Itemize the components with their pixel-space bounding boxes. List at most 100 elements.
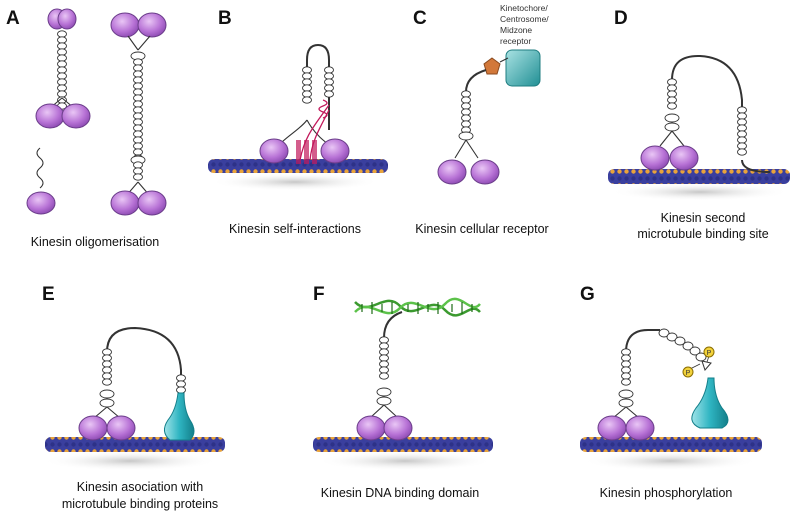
dimer-kinesin — [35, 8, 91, 129]
detached-binding-protein — [691, 377, 729, 429]
coil-segment — [57, 36, 67, 44]
coil-segment — [461, 90, 471, 98]
coil-segment — [379, 336, 389, 344]
coil-segment — [667, 78, 677, 86]
panel-a-caption: Kinesin oligomerisation — [31, 235, 160, 249]
coil-segment — [133, 106, 143, 114]
panel-e-letter: E — [42, 284, 55, 305]
coiled-coil-stalk — [102, 348, 112, 386]
microtubule-binding-protein — [164, 392, 195, 441]
panel-b-letter: B — [218, 8, 232, 29]
microtubule — [580, 437, 762, 452]
coil-segment — [176, 374, 186, 382]
coil-segment — [102, 366, 112, 374]
phosphate-group-1: P — [682, 363, 701, 378]
coil-segment — [102, 360, 112, 368]
coil-segment — [302, 96, 312, 104]
coil-segment — [737, 118, 747, 126]
coil-segment — [133, 173, 143, 181]
coil-segment — [133, 88, 143, 96]
coil-segment — [302, 72, 312, 80]
panel-c: C Kinetochore/ Centrosome/ Midzone recep… — [413, 3, 549, 236]
coil-segment — [667, 84, 677, 92]
coil-segment — [379, 372, 389, 380]
coil-segment — [324, 90, 334, 98]
coil-segment — [379, 354, 389, 362]
coil-segment — [621, 348, 631, 356]
panel-d-caption-line-1: Kinesin second — [661, 211, 746, 225]
coil-segment — [57, 60, 67, 68]
coil-segment — [667, 96, 677, 104]
coil-segment — [621, 360, 631, 368]
coil-segment — [102, 354, 112, 362]
coiled-coil-stalk — [379, 336, 389, 380]
panel-e-caption-line-1: Kinesin asociation with — [77, 480, 204, 494]
coil-segment — [737, 106, 747, 114]
phosphorylated-tail — [658, 328, 712, 371]
coil-segment — [133, 76, 143, 84]
coil-segment — [133, 118, 143, 126]
coil-segment — [737, 136, 747, 144]
coil-segment — [737, 124, 747, 132]
coil-segment — [57, 54, 67, 62]
panel-c-caption: Kinesin cellular receptor — [415, 222, 548, 236]
coil-segment — [133, 167, 143, 175]
coil-segment — [133, 130, 143, 138]
coil-segment — [667, 90, 677, 98]
coil-segment — [176, 380, 186, 388]
svg-text:Kinetochore/: Kinetochore/ — [500, 3, 548, 13]
panel-f-letter: F — [313, 284, 325, 305]
panel-g: G P P Kinesin phosphorylati — [580, 284, 762, 500]
coil-segment — [102, 348, 112, 356]
coil-segment — [621, 372, 631, 380]
coil-segment — [379, 366, 389, 374]
coil-segment — [133, 124, 143, 132]
receptor-box — [505, 49, 541, 87]
panel-f: F Kinesin DNA binding domain — [313, 284, 493, 500]
coil-segment — [737, 148, 747, 156]
coil-segment — [133, 82, 143, 90]
coil-segment — [379, 342, 389, 350]
svg-text:Midzone: Midzone — [500, 25, 532, 35]
panel-g-letter: G — [580, 284, 595, 305]
coil-segment — [57, 48, 67, 56]
coil-segment — [57, 30, 67, 38]
panel-a-letter: A — [6, 8, 20, 29]
microtubule — [208, 159, 388, 173]
coil-segment — [302, 84, 312, 92]
coil-segment — [737, 130, 747, 138]
crossing-coils — [296, 140, 317, 164]
coiled-coil-stalk — [57, 30, 67, 110]
coiled-coil-stalk — [176, 374, 186, 394]
coil-segment — [461, 96, 471, 104]
panel-b: B Kinesin self-interactions — [208, 8, 388, 236]
coil-segment — [133, 58, 143, 66]
coil-segment — [133, 94, 143, 102]
coil-segment — [133, 112, 143, 120]
panel-d-caption-line-2: microtubule binding site — [637, 227, 768, 241]
cargo-binding-pentagon — [483, 57, 501, 75]
microtubule — [313, 437, 493, 452]
coil-segment — [461, 114, 471, 122]
coil-segment — [324, 66, 334, 74]
coil-segment — [621, 366, 631, 374]
coiled-coil-stalk — [667, 78, 677, 110]
coil-segment — [324, 84, 334, 92]
coil-segment — [176, 386, 186, 394]
coil-segment — [133, 148, 143, 156]
coil-segment — [379, 348, 389, 356]
panel-f-caption: Kinesin DNA binding domain — [321, 486, 479, 500]
tetramer-kinesin — [110, 12, 167, 216]
svg-text:receptor: receptor — [500, 36, 531, 46]
coil-segment — [57, 84, 67, 92]
svg-text:P: P — [707, 350, 712, 357]
microtubule — [45, 437, 225, 452]
coil-segment — [302, 66, 312, 74]
monomer-kinesin — [26, 147, 56, 215]
coil-segment — [57, 90, 67, 98]
phosphate-group-2: P — [703, 346, 715, 363]
panel-b-caption: Kinesin self-interactions — [229, 222, 361, 236]
coil-segment — [737, 112, 747, 120]
coil-segment — [302, 78, 312, 86]
